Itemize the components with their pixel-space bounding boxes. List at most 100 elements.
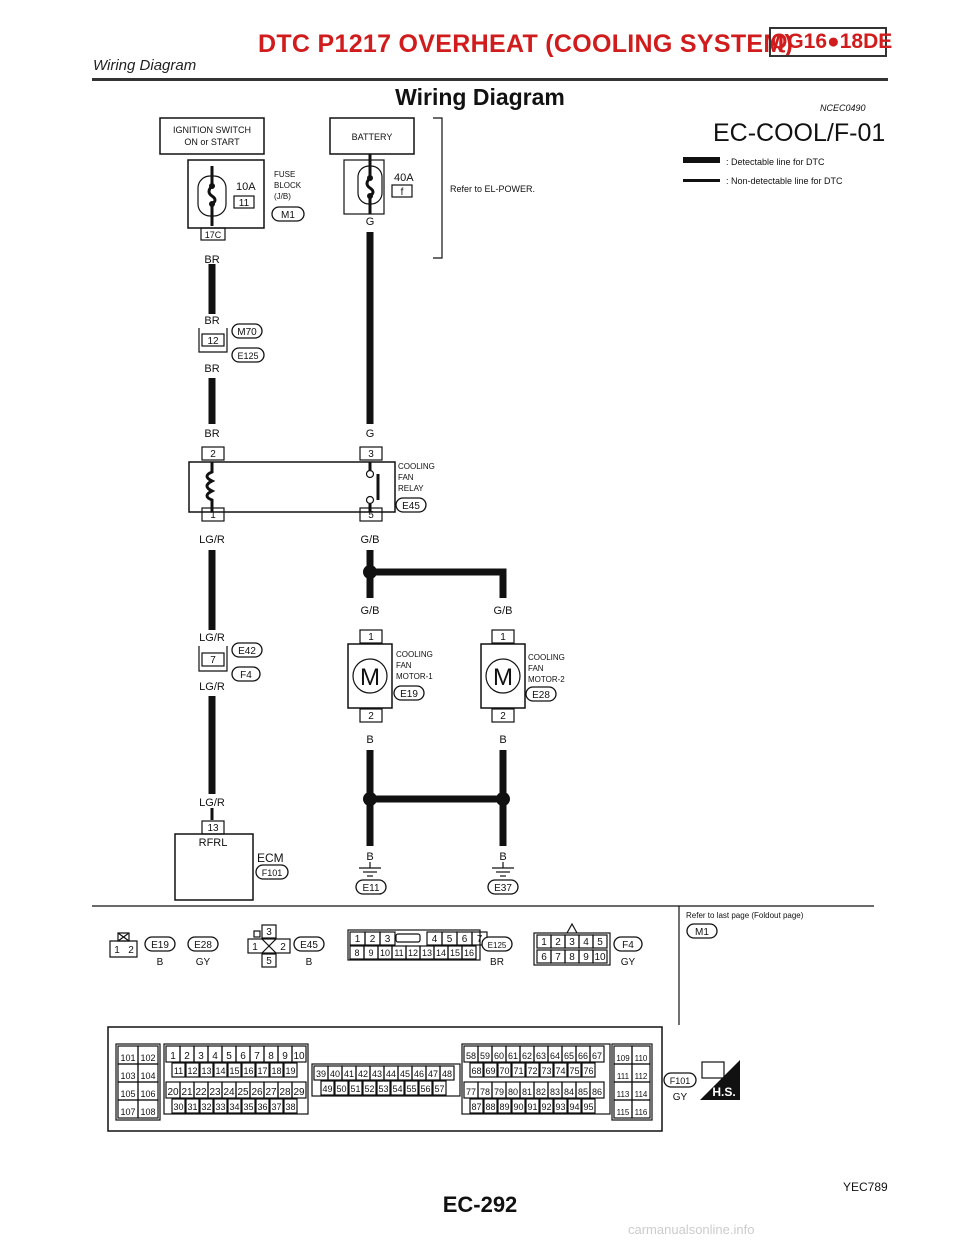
f101-b3r1-pin: 64 xyxy=(550,1051,560,1061)
f101-b1r3-pin: 29 xyxy=(293,1087,305,1098)
f4-bot-pin: 10 xyxy=(594,952,606,963)
f101-left-pin: 105 xyxy=(120,1089,135,1099)
f101-b3r3-pin: 85 xyxy=(578,1087,588,1097)
splice-gb xyxy=(363,565,377,579)
f101-b3r4-pin: 89 xyxy=(499,1102,509,1112)
fuse-10a-num: 11 xyxy=(239,198,250,209)
f101-b3r1-pin: 62 xyxy=(522,1051,532,1061)
motor2-pin-2: 2 xyxy=(500,711,506,722)
f101-left-pin: 102 xyxy=(140,1053,155,1063)
f101-b2r1-pin: 40 xyxy=(330,1069,340,1079)
f101-b2r1-pin: 48 xyxy=(442,1069,452,1079)
face-f101-label: F101 xyxy=(670,1076,691,1086)
splice-b-1 xyxy=(363,792,377,806)
connector-e125-label: E125 xyxy=(237,351,258,361)
f101-b2r1-pin: 42 xyxy=(358,1069,368,1079)
f101-b1r4-pin: 32 xyxy=(201,1102,211,1112)
f101-b1r3-pin: 22 xyxy=(195,1087,207,1098)
fan-motor-1-box xyxy=(347,643,393,709)
f101-b1r4-pin: 36 xyxy=(257,1102,267,1112)
f101-b3r4-cell xyxy=(539,1098,554,1114)
e45-pin-1: 1 xyxy=(252,942,258,953)
f101-b3r3-pin: 83 xyxy=(550,1087,560,1097)
f101-right-pin: 116 xyxy=(635,1108,648,1117)
e125-bot-pin: 16 xyxy=(464,948,474,958)
f101-b1r2-cell xyxy=(171,1062,186,1078)
wire-g-label-relay: G xyxy=(366,428,375,440)
wire-br-label-m70-lower: BR xyxy=(204,363,219,375)
f101-b2r2-cell xyxy=(432,1080,447,1096)
f101-b1r4-cell xyxy=(185,1098,200,1114)
f101-b2r2-pin: 55 xyxy=(406,1084,416,1094)
f101-b3r2-cell xyxy=(483,1062,498,1078)
diagram-id: EC-COOL/F-01 xyxy=(713,119,885,147)
f101-b2r2-cell xyxy=(390,1080,405,1096)
f101-b1r1-pin: 4 xyxy=(212,1051,218,1062)
connector-e37-pill xyxy=(487,879,519,895)
joint-e42-bracket xyxy=(198,646,228,672)
connector-e19-pill xyxy=(393,685,425,701)
motor2-label-1: COOLING xyxy=(528,653,565,662)
f101-b3r4-pin: 88 xyxy=(485,1102,495,1112)
connector-e42-pill xyxy=(231,642,263,658)
f101-b1r3-pin: 21 xyxy=(181,1087,193,1098)
connector-e11-label: E11 xyxy=(362,883,379,894)
f101-b1r4-pin: 30 xyxy=(173,1102,183,1112)
f101-b2r2-pin: 56 xyxy=(420,1084,430,1094)
e125-bot-pin: 11 xyxy=(394,948,403,958)
wire-lgr-label-e42-upper: LG/R xyxy=(199,632,225,644)
f101-b1r2-cell xyxy=(269,1062,284,1078)
f101-b3r3-pin: 77 xyxy=(466,1087,476,1097)
e45-pin-2: 2 xyxy=(280,942,286,953)
f101-b3r2-pin: 70 xyxy=(499,1066,509,1076)
f101-right-cell xyxy=(631,1099,651,1119)
wire-b-label-motor2: B xyxy=(499,734,506,746)
connector-m70-pill xyxy=(231,323,263,339)
f101-b2r2-pin: 54 xyxy=(392,1084,402,1094)
f101-b1r4-cell xyxy=(171,1098,186,1114)
f101-b3r2-cell xyxy=(469,1062,484,1078)
motor1-pin-2: 2 xyxy=(368,711,374,722)
f101-b1r2-pin: 19 xyxy=(285,1066,295,1076)
f101-b2r2-cell xyxy=(404,1080,419,1096)
relay-pin-2-box xyxy=(201,446,225,461)
page-header-title: DTC P1217 OVERHEAT (COOLING SYSTEM) xyxy=(258,30,794,58)
f101-b2r1-pin: 46 xyxy=(414,1069,424,1079)
relay-label-2: FAN xyxy=(398,473,414,482)
f101-b1r4-pin: 33 xyxy=(215,1102,225,1112)
f101-b3r2-pin: 76 xyxy=(583,1066,593,1076)
e45-pin-5: 5 xyxy=(266,956,272,967)
f101-b3r3-pin: 81 xyxy=(522,1087,532,1097)
e125-top-pin: 2 xyxy=(370,934,376,945)
f101-left-pin: 106 xyxy=(140,1089,155,1099)
pin-7-label: 7 xyxy=(210,655,216,666)
refer-last-page: Refer to last page (Foldout page) xyxy=(686,911,804,920)
f101-b3r4-pin: 93 xyxy=(555,1102,565,1112)
motor1-label-1: COOLING xyxy=(396,650,433,659)
e45-pin-3: 3 xyxy=(266,927,272,938)
f101-b1r3-pin: 28 xyxy=(279,1087,291,1098)
connector-m70-label: M70 xyxy=(237,327,257,338)
wire-gb-branch xyxy=(376,568,507,598)
ground-1-wire-color: B xyxy=(366,851,373,863)
f101-b1r4-pin: 34 xyxy=(229,1102,239,1112)
fuse-40a-letter-box xyxy=(391,184,413,198)
f4-top-pin: 5 xyxy=(597,937,603,948)
f101-b3r1-pin: 60 xyxy=(494,1051,504,1061)
e125-bot-pin: 9 xyxy=(368,948,373,958)
connector-face-e19: 1 2 xyxy=(109,932,138,958)
f101-b1r3-pin: 20 xyxy=(167,1087,179,1098)
e19-pin-2: 2 xyxy=(128,945,134,956)
f101-b3r2-cell xyxy=(567,1062,582,1078)
connector-e42-label: E42 xyxy=(238,646,256,657)
motor2-label-2: FAN xyxy=(528,664,544,673)
fan-motor-2-symbol xyxy=(485,658,521,694)
f101-b3r3-pin: 78 xyxy=(480,1087,490,1097)
f101-b2r2-cell xyxy=(348,1080,363,1096)
f101-b1r4-cell xyxy=(227,1098,242,1114)
e125-bot-pin: 12 xyxy=(408,948,418,958)
f101-b1r1-pin: 3 xyxy=(198,1051,204,1062)
